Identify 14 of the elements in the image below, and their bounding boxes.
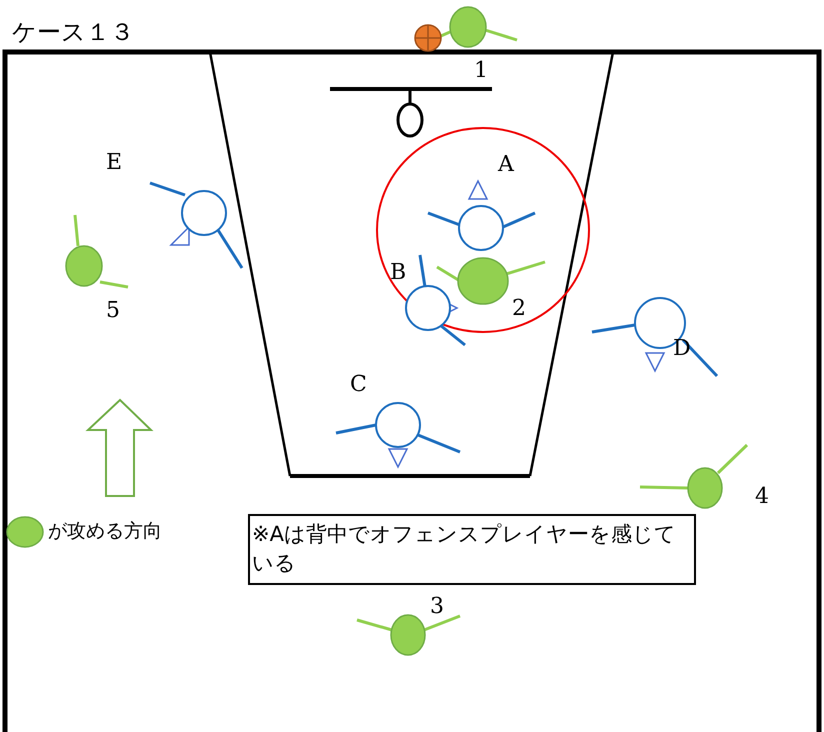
- player-label: E: [106, 152, 122, 174]
- player-label: 1: [474, 60, 488, 82]
- player-label: B: [390, 262, 406, 284]
- note-box: [248, 514, 696, 585]
- player-label: A: [498, 154, 514, 176]
- player-label: C: [350, 374, 367, 396]
- player-label: D: [673, 338, 691, 360]
- note-text: ※Aは背中でオフェンスプレイヤーを感じている: [252, 521, 677, 578]
- player-label: 3: [430, 596, 444, 618]
- player-label: 5: [106, 300, 120, 322]
- title: ケース１３: [12, 20, 134, 44]
- player-label: 4: [755, 486, 769, 508]
- player-label: 2: [512, 298, 526, 320]
- legend-text: が攻める方向: [48, 522, 162, 541]
